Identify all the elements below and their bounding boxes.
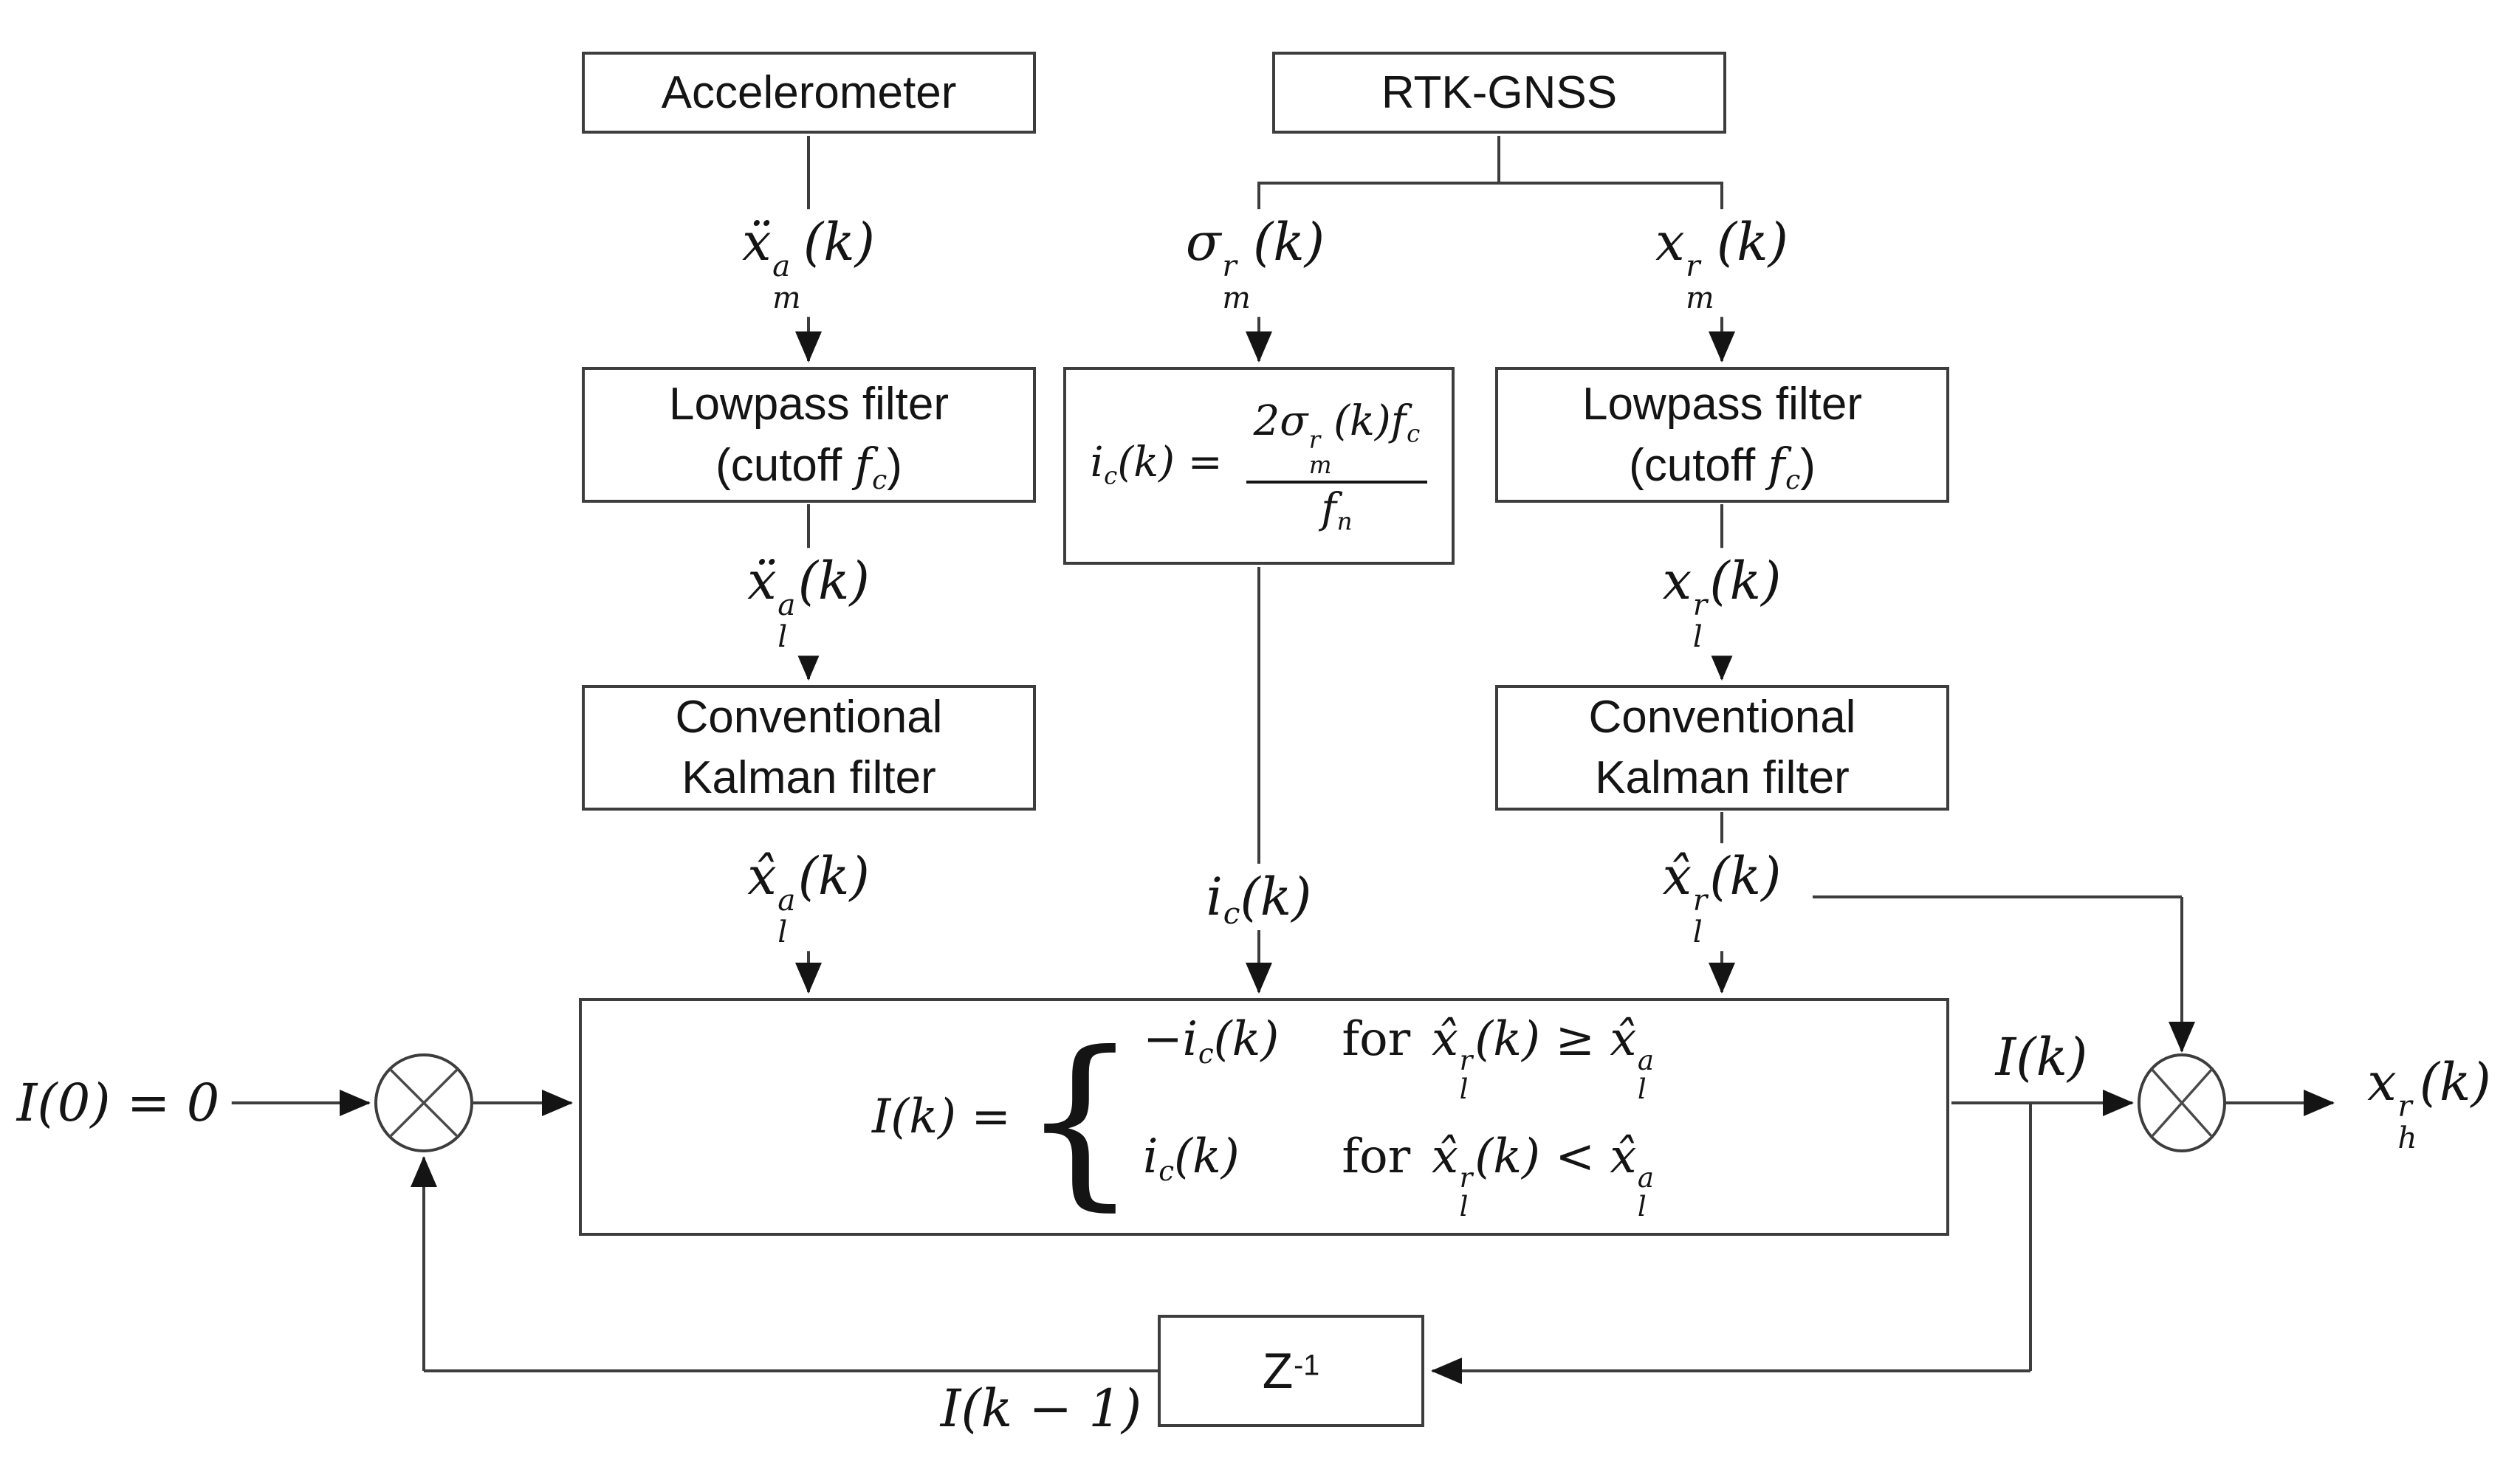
- label-integral-output: I(k): [1989, 1024, 2094, 1090]
- decision-lhs: I(k) =: [872, 1090, 1011, 1144]
- right-multiplier-icon: [2138, 1053, 2226, 1152]
- lowpass-right-line1: Lowpass filter: [1582, 378, 1863, 430]
- kalman-right-line2: Kalman filter: [1595, 752, 1850, 803]
- kalman-filter-left-box: Conventional Kalman filter: [582, 685, 1036, 811]
- unit-delay-label: Z-1: [1262, 1343, 1320, 1399]
- label-integral-previous: I(k − 1): [928, 1375, 1154, 1442]
- kalman-left-line2: Kalman filter: [682, 752, 936, 803]
- label-increment: ic(k): [1194, 864, 1324, 931]
- decision-case1-value: −ic(k): [1143, 1011, 1280, 1070]
- rtk-gnss-box: RTK-GNSS: [1272, 52, 1726, 134]
- lowpass-filter-right-box: Lowpass filter (cutoff fc): [1495, 367, 1949, 503]
- lowpass-right-line2: (cutoff fc): [1629, 437, 1816, 495]
- accelerometer-box: Accelerometer: [582, 52, 1036, 134]
- accelerometer-label: Accelerometer: [661, 66, 957, 118]
- lowpass-left-line2: (cutoff fc): [715, 437, 902, 495]
- rtk-gnss-label: RTK-GNSS: [1381, 66, 1618, 118]
- kalman-left-line1: Conventional: [675, 692, 943, 743]
- decision-case2-value: ic(k): [1143, 1129, 1240, 1188]
- lowpass-left-line1: Lowpass filter: [668, 378, 950, 430]
- kalman-right-line1: Conventional: [1588, 692, 1856, 743]
- left-multiplier-icon: [374, 1053, 473, 1152]
- unit-delay-box: Z-1: [1158, 1315, 1424, 1427]
- label-initial-condition: I(0) = 0: [4, 1070, 232, 1136]
- kalman-filter-right-box: Conventional Kalman filter: [1495, 685, 1949, 811]
- lowpass-filter-left-box: Lowpass filter (cutoff fc): [582, 367, 1036, 503]
